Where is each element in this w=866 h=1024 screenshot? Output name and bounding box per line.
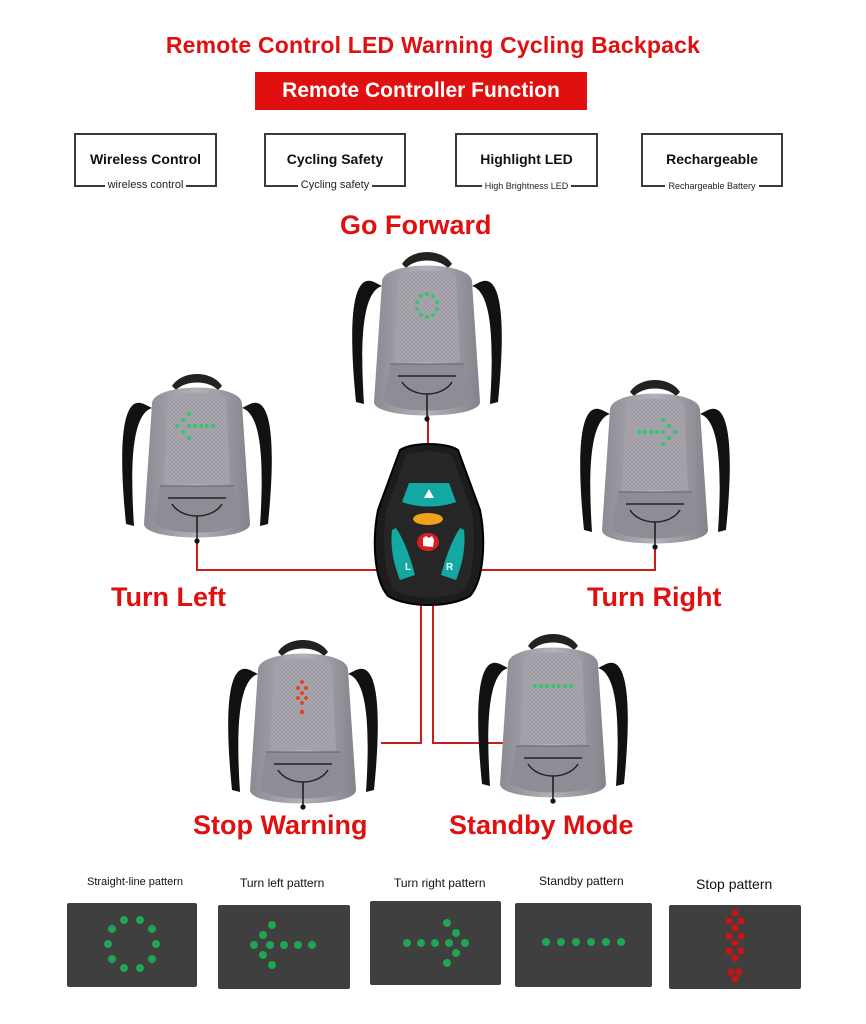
left-key-label: L xyxy=(405,562,411,573)
stop-pattern-icon xyxy=(725,909,745,983)
feature-title: Rechargeable xyxy=(666,151,758,167)
pattern-panel-straight xyxy=(67,903,197,987)
turn-right-button xyxy=(441,528,465,580)
feature-highlight-led: Highlight LED High Brightness LED xyxy=(455,133,598,191)
led-left-arrow-icon xyxy=(175,412,215,440)
straight-pattern-icon xyxy=(104,916,160,972)
feature-title: Highlight LED xyxy=(480,151,573,167)
pattern-panel-stop xyxy=(669,905,801,989)
pattern-title-turn-right: Turn right pattern xyxy=(394,876,486,890)
turn-left-button xyxy=(391,528,415,580)
led-circle-icon xyxy=(415,292,439,319)
led-stop-icon xyxy=(296,680,308,715)
backpack-turn-right xyxy=(579,379,731,551)
led-right-arrow-icon xyxy=(637,418,677,446)
right-key-label: R xyxy=(446,562,454,573)
feature-subtitle: wireless control xyxy=(76,179,215,191)
pattern-panel-standby xyxy=(515,903,652,987)
feature-title: Wireless Control xyxy=(89,151,202,167)
label-go-forward: Go Forward xyxy=(340,210,492,240)
section-banner: Remote Controller Function xyxy=(255,72,587,110)
line-left xyxy=(196,540,402,571)
left-arrow-pattern-icon xyxy=(250,921,316,969)
pattern-title-stop: Stop pattern xyxy=(696,876,773,892)
pattern-panel-turn-right xyxy=(370,901,501,985)
right-arrow-pattern-icon xyxy=(403,919,469,967)
label-turn-right: Turn Right xyxy=(587,582,722,612)
label-stop-warning: Stop Warning xyxy=(193,810,368,840)
feature-subtitle: Rechargeable Battery xyxy=(643,181,781,191)
feature-cycling-safety: Cycling Safety Cycling safety xyxy=(264,133,406,191)
backpack-turn-left xyxy=(121,373,273,545)
backpack-diagram: L R xyxy=(121,251,731,811)
backpack-standby xyxy=(477,633,629,805)
page-title: Remote Control LED Warning Cycling Backp… xyxy=(165,32,701,58)
backpack-stop-warning xyxy=(227,639,379,811)
feature-rechargeable: Rechargeable Rechargeable Battery xyxy=(641,133,783,191)
backpack-forward xyxy=(351,251,503,423)
remote-controller: L R xyxy=(373,443,485,606)
pattern-panel-turn-left xyxy=(218,905,350,989)
up-arrow-icon xyxy=(424,489,434,498)
label-turn-left: Turn Left xyxy=(111,582,226,612)
pattern-title-straight: Straight-line pattern xyxy=(87,876,183,888)
line-stop xyxy=(381,560,422,744)
feature-wireless-control: Wireless Control wireless control xyxy=(74,133,217,191)
led-standby-icon xyxy=(533,684,573,688)
feature-subtitle: High Brightness LED xyxy=(457,181,596,191)
pattern-title-turn-left: Turn left pattern xyxy=(240,876,325,890)
feature-subtitle: Cycling safety xyxy=(266,179,404,191)
label-standby-mode: Standby Mode xyxy=(449,810,634,840)
feature-title: Cycling Safety xyxy=(286,151,384,167)
standby-pattern-icon xyxy=(542,938,625,946)
pattern-title-standby: Standby pattern xyxy=(539,874,624,888)
standby-button xyxy=(413,513,443,525)
line-right xyxy=(458,545,656,571)
hand-icon xyxy=(423,536,434,547)
